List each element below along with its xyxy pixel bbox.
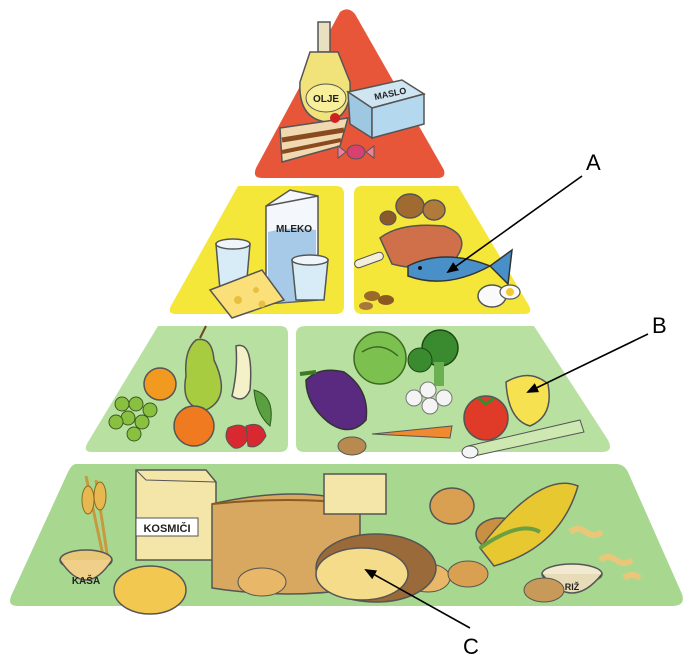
oil-label: OLJE	[313, 94, 339, 105]
milk-label: MLEKO	[276, 224, 312, 235]
rice-label: RIŽ	[565, 581, 580, 592]
callout-b-label: B	[652, 313, 667, 338]
potato-icon	[524, 578, 564, 602]
tomato-icon	[464, 396, 508, 440]
oats-label: KOSMIČI	[143, 522, 190, 535]
cracker-box-icon	[324, 474, 386, 514]
round-bread-icon	[316, 534, 436, 602]
tier-base-grains: KOSMIČI KAŠA	[10, 464, 683, 614]
cabbage-icon	[354, 332, 406, 384]
porridge-label: KAŠA	[72, 574, 100, 587]
oats-box-icon: KOSMIČI	[136, 470, 216, 560]
tier-top-fats-sweets: OLJE MASLO	[255, 9, 445, 178]
callout-a-label: A	[586, 150, 601, 175]
callout-c-label: C	[463, 634, 479, 657]
tier-lower-fruits-vegetables	[86, 326, 610, 458]
potato-small-icon	[338, 437, 366, 455]
